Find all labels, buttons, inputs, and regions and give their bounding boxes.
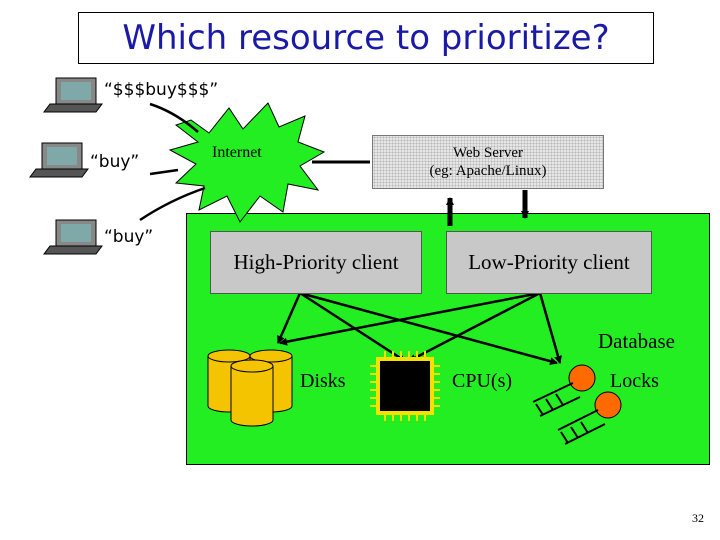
- request-label-middle: “buy”: [90, 152, 140, 172]
- connection-line-bottom: [139, 186, 206, 222]
- low-priority-client-box: Low-Priority client: [446, 231, 652, 294]
- web-server-subtitle: (eg: Apache/Linux): [429, 163, 547, 179]
- laptop-icon-bottom: [43, 219, 103, 255]
- cpu-label: CPU(s): [452, 370, 513, 392]
- internet-cloud-icon: [168, 102, 326, 223]
- request-label-top: “$$$buy$$$”: [104, 80, 219, 100]
- web-server-box: Web Server (eg: Apache/Linux): [372, 135, 604, 189]
- laptop-icon-top: [43, 77, 103, 113]
- locks-label: Locks: [610, 370, 659, 392]
- disk-icon: [207, 349, 293, 427]
- web-server-title: Web Server: [452, 145, 523, 161]
- page-number: 32: [692, 511, 704, 525]
- request-label-bottom: “buy”: [104, 227, 154, 247]
- arrow-lp-to-locks: [538, 292, 562, 364]
- lock-icon-2: [557, 391, 622, 445]
- laptop-icon-middle: [29, 142, 89, 178]
- high-priority-client-box: High-Priority client: [210, 231, 422, 294]
- slide-title-text: Which resource to prioritize?: [122, 18, 610, 58]
- database-label: Database: [598, 329, 675, 353]
- arrow-lp-to-cpu: [408, 291, 541, 363]
- arrow-hp-to-cpu: [299, 291, 406, 363]
- low-priority-client-label: Low-Priority client: [468, 250, 630, 274]
- lock-icon-1: [532, 364, 596, 417]
- cpu-chip-icon: [370, 351, 440, 421]
- slide-title: Which resource to prioritize?: [78, 12, 654, 64]
- internet-label: Internet: [212, 144, 262, 161]
- arrow-hp-to-disks: [276, 292, 302, 344]
- connection-line-middle: [149, 168, 179, 176]
- connection-line-top: [149, 102, 199, 133]
- high-priority-client-label: High-Priority client: [233, 250, 399, 274]
- arrow-hp-to-locks: [299, 291, 558, 366]
- disks-label: Disks: [300, 370, 346, 392]
- arrow-lp-to-disks: [279, 291, 541, 346]
